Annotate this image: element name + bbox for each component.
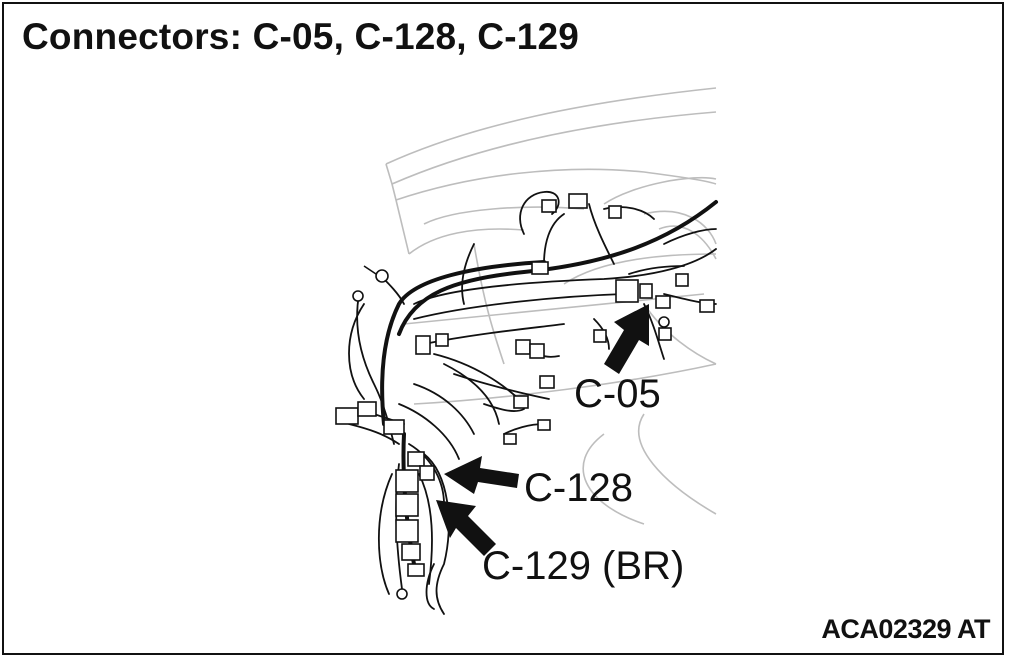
- arrow-c128: [444, 456, 519, 494]
- callout-arrows: [436, 304, 649, 556]
- callout-c05: C-05: [574, 372, 661, 416]
- callout-c128: C-128: [524, 466, 633, 510]
- connector-blocks: [335, 193, 715, 577]
- arrow-c05: [604, 304, 649, 374]
- arrow-c129: [436, 500, 496, 556]
- figure-title: Connectors: C-05, C-128, C-129: [22, 16, 580, 57]
- dashboard-outline: [385, 87, 717, 525]
- harness-illustration: [335, 87, 718, 615]
- ground-terminals: [352, 265, 670, 600]
- callout-c129: C-129 (BR): [482, 544, 685, 588]
- figure-id: ACA02329 AT: [821, 614, 990, 644]
